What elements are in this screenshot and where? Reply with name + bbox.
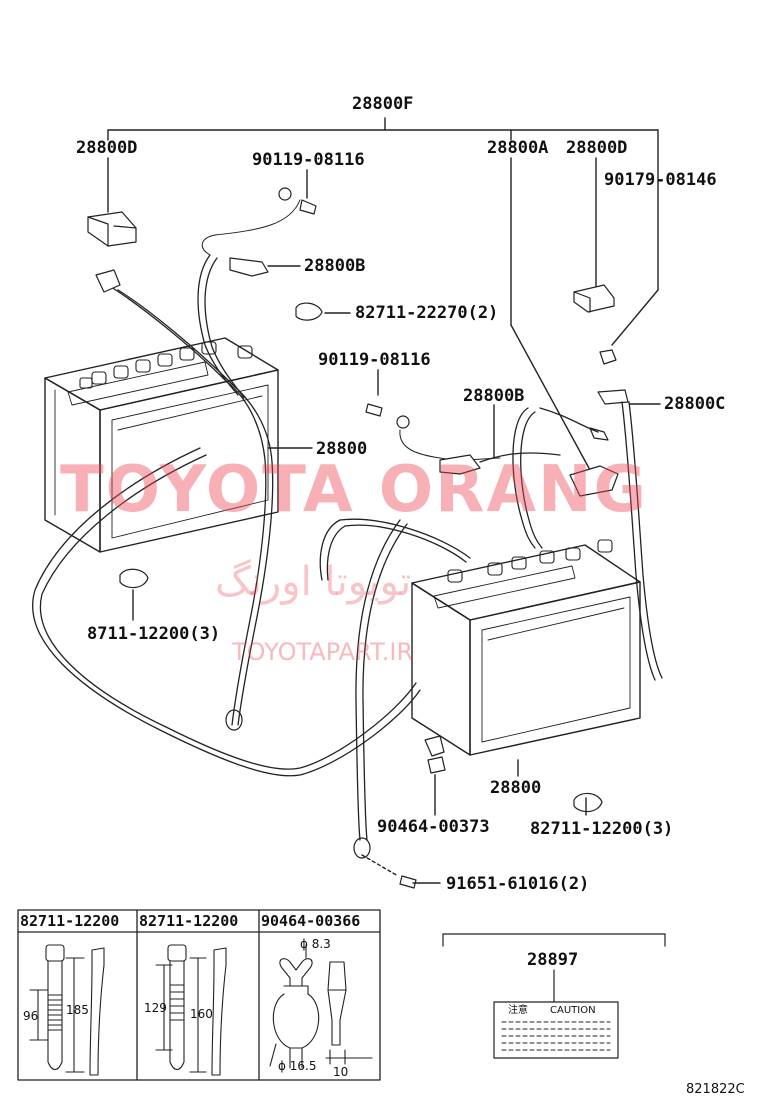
label-bolt-mid[interactable]: 90119-08116 (318, 350, 431, 370)
caution-jp: 注意 (508, 1005, 528, 1016)
dim-a2: 185 (66, 1003, 89, 1017)
left-battery (44, 337, 279, 553)
label-right-battery[interactable]: 28800 (490, 778, 542, 798)
label-clamp-top[interactable]: 82711-22270(2) (355, 303, 499, 323)
dim-c1: ϕ 8.3 (300, 937, 331, 951)
detail-header-1: 82711-12200 (20, 912, 120, 930)
label-right-d[interactable]: 28800D (566, 138, 628, 158)
cable-tie-details (29, 944, 373, 1076)
dim-c2: ϕ 16.5 (278, 1059, 317, 1073)
label-left-battery[interactable]: 28800 (316, 439, 368, 459)
dim-a1: 96 (23, 1009, 39, 1023)
figure-code: 821822C (686, 1082, 745, 1097)
label-right-a[interactable]: 28800A (487, 138, 549, 158)
watermark-url: TOYOTAPART.IR (232, 638, 414, 666)
caution-en: CAUTION (550, 1005, 596, 1016)
detail-header-3: 90464-00366 (261, 912, 361, 930)
detail-header-2: 82711-12200 (139, 912, 239, 930)
watermark-main: TOYOTA ORANG (60, 453, 649, 527)
small-parts (87, 187, 629, 889)
right-battery (411, 539, 641, 756)
label-left-b[interactable]: 28800B (304, 256, 366, 276)
label-clip[interactable]: 90464-00373 (377, 817, 490, 837)
label-top-assembly[interactable]: 28800F (352, 94, 414, 114)
label-clamp-right[interactable]: 82711-12200(3) (530, 819, 674, 839)
watermark-persian: تویوتا اورنگ (215, 559, 412, 605)
label-caution-part[interactable]: 28897 (527, 950, 579, 970)
dim-c3: 10 (333, 1065, 349, 1079)
leader-lines (107, 117, 661, 884)
caution-label-frame (442, 933, 666, 1059)
dim-b2: 160 (190, 1007, 213, 1021)
label-screw[interactable]: 91651-61016(2) (446, 874, 590, 894)
label-clamp-left[interactable]: 8711-12200(3) (87, 624, 221, 644)
label-right-c[interactable]: 28800C (664, 394, 726, 414)
label-bolt-top[interactable]: 90119-08116 (252, 150, 365, 170)
dim-b1: 129 (144, 1001, 167, 1015)
label-mid-b[interactable]: 28800B (463, 386, 525, 406)
detail-table-frame (17, 909, 381, 1081)
label-left-d[interactable]: 28800D (76, 138, 138, 158)
label-nut-right[interactable]: 90179-08146 (604, 170, 717, 190)
cables (32, 199, 663, 841)
